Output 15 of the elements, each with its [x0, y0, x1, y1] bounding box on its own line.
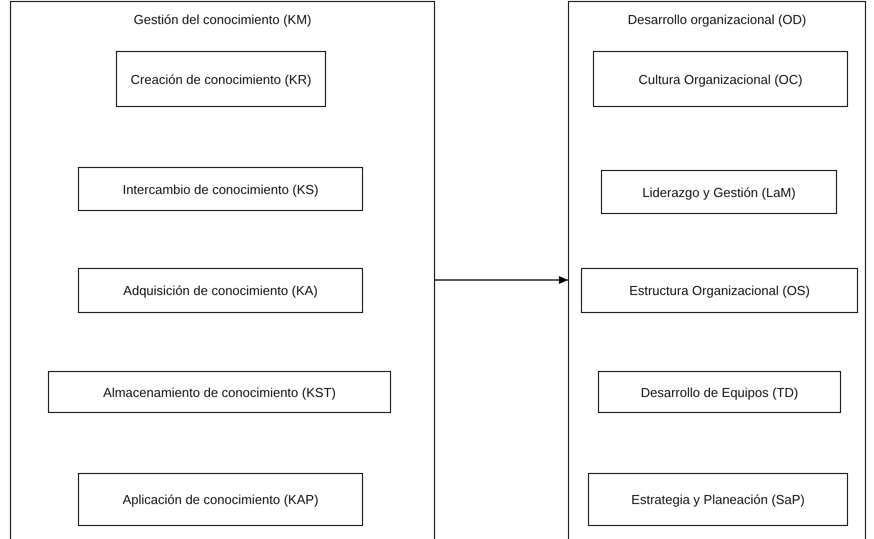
process-box: Estructura Organizacional (OS): [581, 268, 858, 313]
process-box: Adquisición de conocimiento (KA): [78, 268, 363, 313]
process-box: Intercambio de conocimiento (KS): [78, 167, 363, 211]
arrow: [435, 276, 568, 284]
group-box: [10, 1, 435, 539]
group-title: Desarrollo organizacional (OD): [628, 12, 806, 27]
process-box: Desarrollo de Equipos (TD): [598, 371, 841, 413]
process-box: Cultura Organizacional (OC): [593, 51, 848, 107]
process-box: Estrategia y Planeación (SaP): [588, 473, 848, 526]
group-title: Gestión del conocimiento (KM): [134, 12, 312, 27]
process-box: Creación de conocimiento (KR): [116, 51, 326, 107]
group-box: [568, 1, 866, 539]
process-box: Aplicación de conocimiento (KAP): [78, 473, 363, 526]
process-box: Liderazgo y Gestión (LaM): [601, 170, 837, 214]
process-box: Almacenamiento de conocimiento (KST): [48, 371, 391, 413]
